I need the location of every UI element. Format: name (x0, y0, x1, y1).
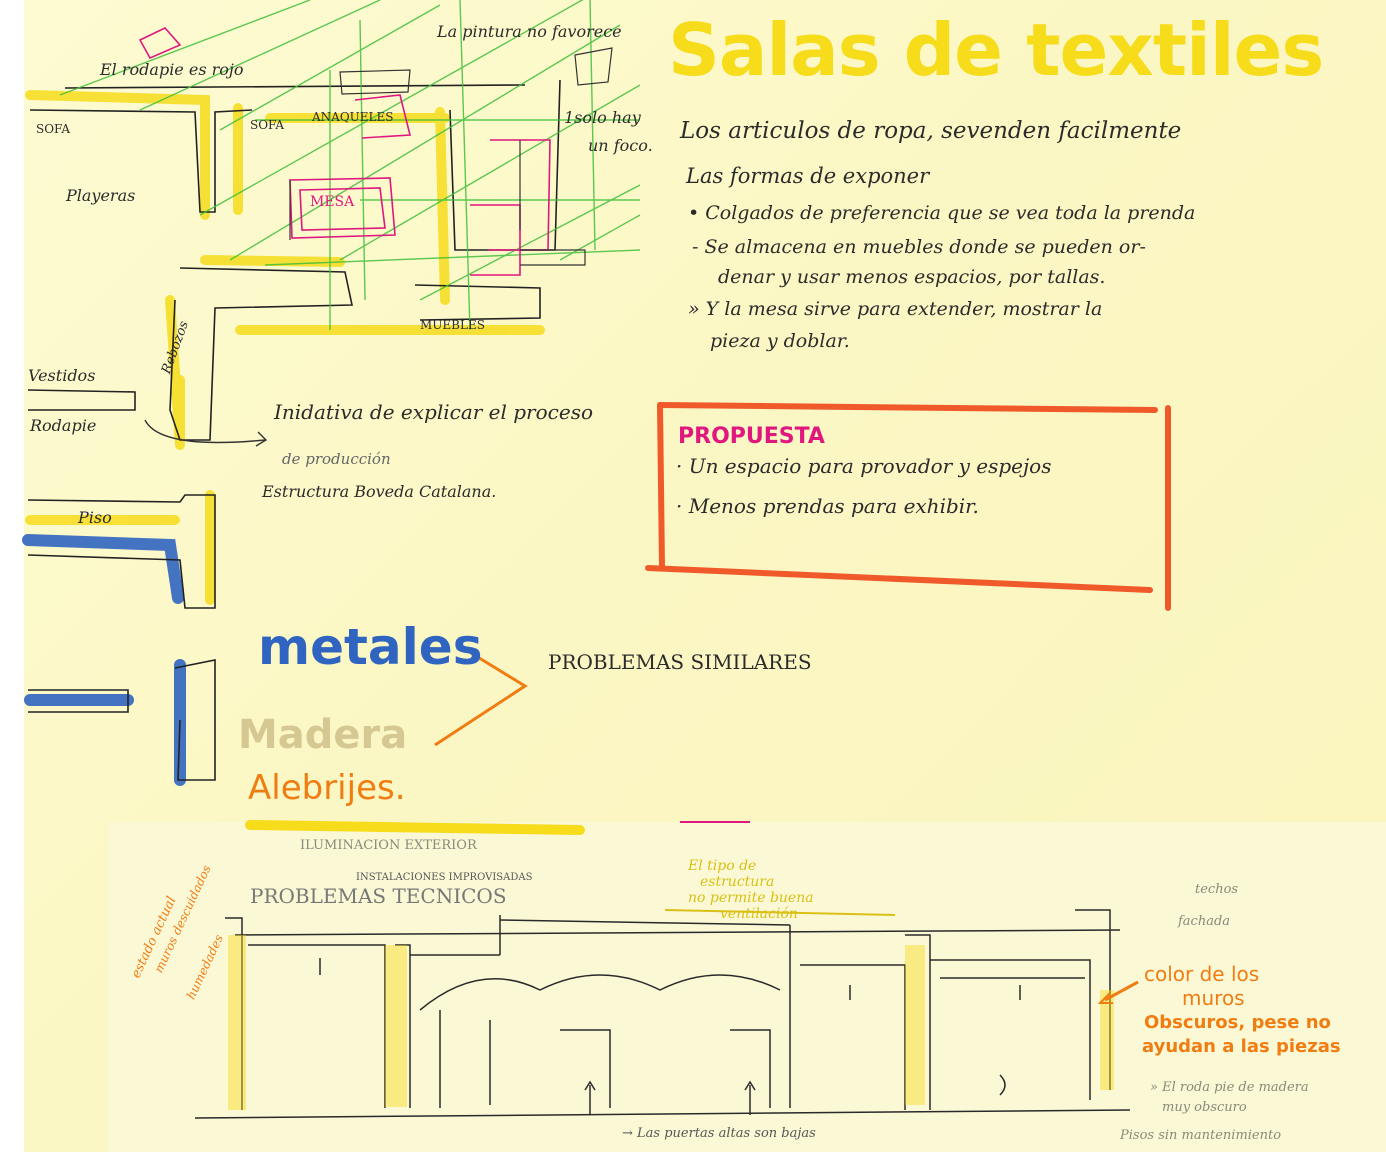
label-pisos: Pisos sin mantenimiento (1120, 1128, 1282, 1143)
label-sofa-2: SOFA (250, 118, 285, 132)
label-rodapie-madera: » El roda pie de madera (1150, 1080, 1309, 1095)
label-solo-foco-2: un foco. (588, 136, 653, 155)
label-puertas: → Las puertas altas son bajas (622, 1126, 816, 1141)
intro-bullet-3a: » Y la mesa sirve para extender, mostrar… (688, 298, 1103, 320)
material-metales: metales (258, 618, 483, 676)
label-estructura-3: no permite buena (688, 890, 814, 906)
propuesta-item-1: · Un espacio para provador y espejos (676, 454, 1052, 478)
label-color-1: color de los (1144, 962, 1260, 986)
material-madera: Madera (238, 712, 408, 758)
label-instalaciones: INSTALACIONES IMPROVISADAS (356, 872, 533, 883)
label-rodapie-rojo: El rodapie es rojo (100, 60, 244, 79)
label-color-2: muros (1182, 986, 1245, 1010)
intro-bullet-2a: - Se almacena en muebles donde se pueden… (692, 236, 1146, 258)
intro-bullet-2b: denar y usar menos espacios, por tallas. (718, 266, 1106, 288)
initiative-line-1: Inidativa de explicar el proceso (274, 400, 594, 424)
initiative-line-3: Estructura Boveda Catalana. (262, 482, 497, 501)
label-sofa-1: SOFA (36, 122, 71, 136)
label-techos: techos (1195, 882, 1239, 897)
label-estructura-1: El tipo de (688, 858, 757, 874)
label-piso: Piso (78, 508, 112, 527)
label-estructura-2: estructura (700, 874, 775, 890)
initiative-line-2: de producción (282, 450, 391, 468)
label-playeras: Playeras (66, 186, 136, 205)
label-color-3: Obscuros, pese no (1144, 1012, 1331, 1033)
label-solo-foco: 1solo hay (564, 108, 641, 127)
section-sketch-paper (108, 822, 1386, 1152)
label-pintura: La pintura no favorece (437, 22, 622, 41)
label-muebles: MUEBLES (420, 318, 485, 332)
intro-bullet-3b: pieza y doblar. (710, 330, 850, 352)
intro-line-2: Las formas de exponer (686, 164, 930, 188)
label-vestidos: Vestidos (28, 366, 96, 385)
intro-bullet-1: • Colgados de preferencia que se vea tod… (688, 202, 1196, 224)
sketch-sheet (24, 0, 1386, 1152)
label-fachada: fachada (1178, 914, 1231, 929)
label-estructura-4: ventilación (720, 906, 798, 922)
label-mesa: MESA (310, 194, 355, 210)
intro-line-1: Los articulos de ropa, sevenden facilmen… (680, 118, 1182, 144)
page-title: Salas de textiles (668, 8, 1324, 92)
label-rodapie: Rodapie (30, 416, 97, 435)
material-alebrijes: Alebrijes. (248, 768, 406, 808)
problemas-similares: PROBLEMAS SIMILARES (548, 650, 812, 674)
label-color-4: ayudan a las piezas (1142, 1036, 1341, 1057)
label-problemas-tecnicos: PROBLEMAS TECNICOS (250, 884, 507, 908)
label-anaqueles: ANAQUELES (312, 110, 394, 124)
label-rodapie-madera-2: muy obscuro (1162, 1100, 1247, 1115)
propuesta-item-2: · Menos prendas para exhibir. (676, 494, 979, 518)
propuesta-title: PROPUESTA (678, 424, 825, 449)
label-iluminacion: ILUMINACION EXTERIOR (300, 838, 477, 853)
